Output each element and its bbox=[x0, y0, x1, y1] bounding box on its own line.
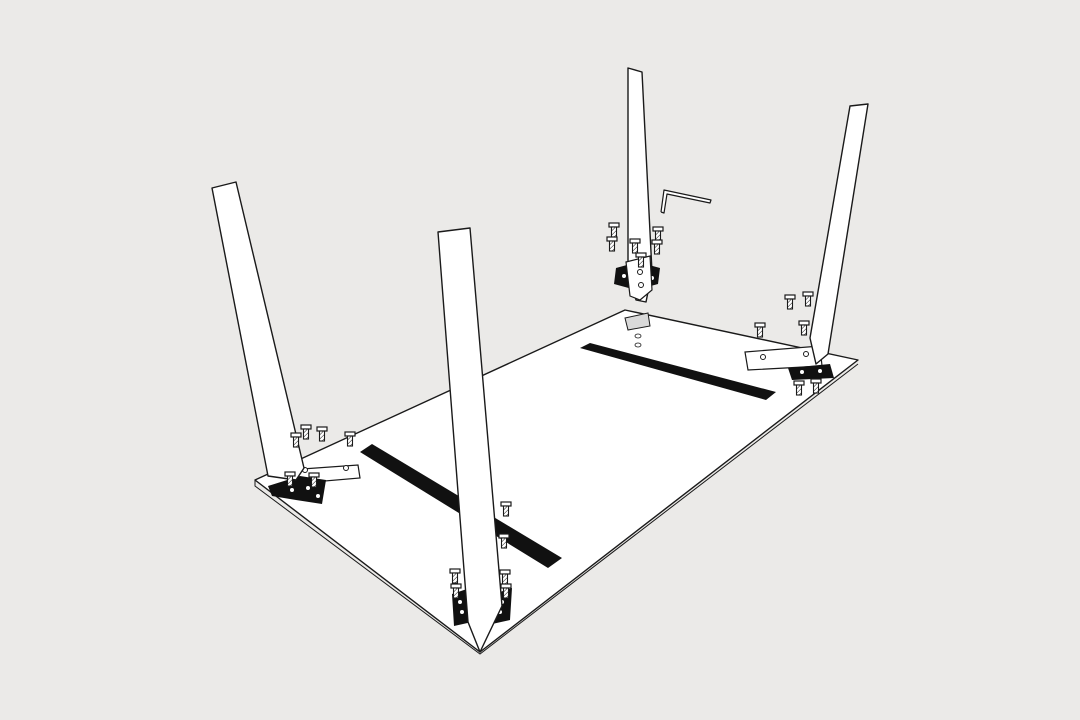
screw bbox=[316, 426, 328, 442]
leg-back-center bbox=[614, 67, 660, 303]
screw bbox=[606, 236, 618, 252]
mounting-plate-right bbox=[744, 345, 834, 380]
back-mount-block bbox=[624, 312, 651, 348]
leg-right bbox=[809, 103, 869, 365]
leg-front bbox=[437, 227, 503, 653]
tabletop bbox=[254, 309, 859, 653]
screw bbox=[608, 222, 620, 238]
screw bbox=[652, 226, 664, 242]
leg-back-left bbox=[211, 181, 305, 481]
screw bbox=[651, 239, 663, 255]
support-rail-back bbox=[580, 343, 776, 400]
screw bbox=[802, 291, 814, 307]
screw bbox=[784, 294, 796, 310]
screw bbox=[300, 424, 312, 440]
screw bbox=[798, 320, 810, 336]
allen-key bbox=[660, 189, 712, 214]
screw bbox=[754, 322, 766, 338]
tabletop-edge bbox=[254, 363, 859, 655]
